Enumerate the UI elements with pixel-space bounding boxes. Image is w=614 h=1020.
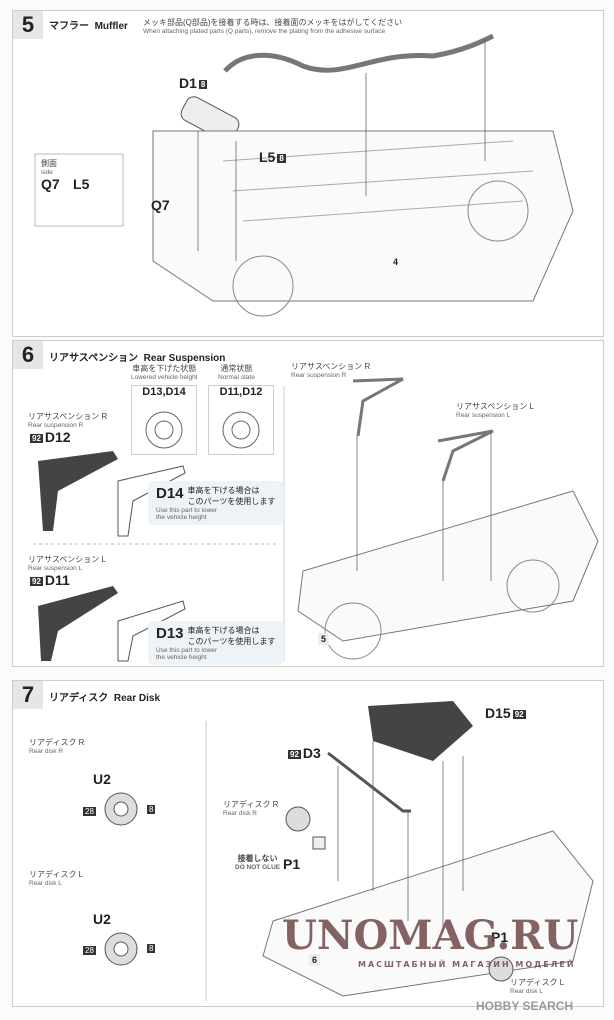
step-5-section: 5 マフラー Muffler メッキ部品(Q部品)を接着する時は、接着面のメッキ…	[12, 10, 604, 337]
part-u2-r: U2	[93, 771, 111, 787]
normal-box: D11,D12	[208, 385, 274, 455]
rear-disk-drawing	[104, 701, 594, 1001]
paint-badge: 8	[147, 805, 156, 814]
step-title: リアサスペンション Rear Suspension	[49, 353, 226, 364]
part-p1-right: P1	[491, 929, 509, 945]
plating-note: メッキ部品(Q部品)を接着する時は、接着面のメッキをはがしてください When …	[143, 17, 402, 35]
title-en: Muffler	[94, 21, 128, 32]
step-title: リアディスク Rear Disk	[49, 693, 161, 704]
paint-badge: 28	[83, 807, 96, 816]
step-title: マフラー Muffler	[49, 17, 128, 32]
watermark-subtitle: МАСШТАБНЫЙ МАГАЗИН МОДЕЛЕЙ	[358, 960, 576, 969]
paint-badge: 8	[147, 944, 156, 953]
note-en: When attaching plated parts (Q parts), r…	[143, 28, 386, 35]
ref-6: 6	[309, 954, 321, 966]
suspension-parts-drawing	[33, 386, 285, 662]
ref-4: 4	[393, 257, 399, 267]
part-p1: P1	[283, 856, 301, 872]
part-u2-l: U2	[93, 911, 111, 927]
hobby-search-logo: HOBBY SEARCH	[476, 999, 574, 1013]
note-jp: メッキ部品(Q部品)を接着する時は、接着面のメッキをはがしてください	[143, 18, 403, 27]
muffler-assembly-drawing	[34, 33, 574, 317]
paint-badge: 28	[83, 946, 96, 955]
step-number: 7	[13, 681, 43, 709]
lowered-box: D13,D14	[131, 385, 197, 455]
watermark-title: UNOMAG.RU	[282, 912, 579, 959]
part-q7: Q7	[151, 197, 170, 213]
title-jp: マフラー	[49, 21, 89, 32]
step-number: 5	[13, 11, 43, 39]
ref-5: 5	[318, 633, 330, 645]
chassis-drawing	[297, 377, 599, 660]
step-number: 6	[13, 341, 43, 369]
